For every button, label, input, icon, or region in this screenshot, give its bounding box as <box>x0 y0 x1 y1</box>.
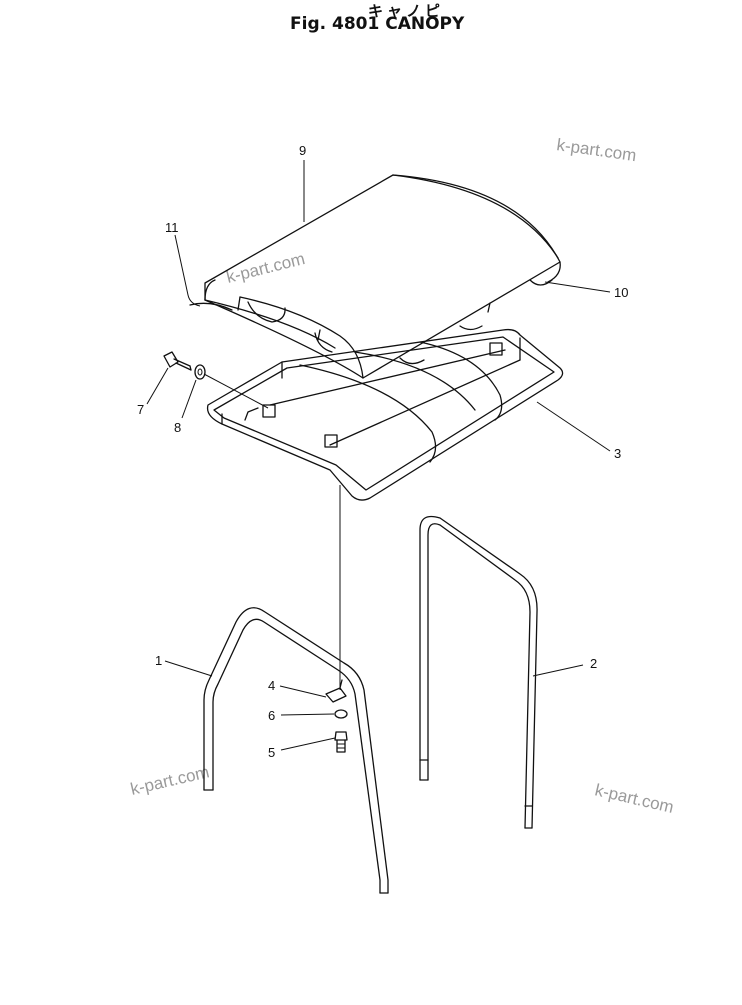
callout-7: 7 <box>137 402 144 417</box>
watermark-canopy: k-part.com <box>224 249 307 287</box>
watermark-bottom-left: k-part.com <box>129 762 212 799</box>
figure-title-japanese: キャノピ <box>368 2 445 20</box>
side-cover <box>189 302 233 311</box>
callout-6: 6 <box>268 708 275 723</box>
mounting-bolt <box>163 351 192 371</box>
watermark-bottom-right: k-part.com <box>593 780 676 817</box>
canopy-frame <box>206 328 564 501</box>
washer <box>194 364 206 380</box>
callout-8: 8 <box>174 420 181 435</box>
callout-1: 1 <box>155 653 162 668</box>
callout-3: 3 <box>614 446 621 461</box>
spring-washer <box>334 709 348 719</box>
figure-title: Fig. 4801 CANOPY <box>290 14 465 34</box>
bolt-leader-line <box>203 373 269 409</box>
leader-lines <box>146 160 611 751</box>
watermark-top-right: k-part.com <box>555 135 637 165</box>
left-pipe-post <box>203 607 389 894</box>
right-pipe-post <box>419 515 538 829</box>
callout-10: 10 <box>614 285 628 300</box>
clamp-bracket <box>325 679 347 703</box>
callout-2: 2 <box>590 656 597 671</box>
canopy-roof <box>204 174 561 379</box>
bracket-bolt <box>334 731 348 753</box>
callout-9: 9 <box>299 143 306 158</box>
callout-11: 11 <box>165 220 179 235</box>
callout-4: 4 <box>268 678 275 693</box>
callout-5: 5 <box>268 745 275 760</box>
